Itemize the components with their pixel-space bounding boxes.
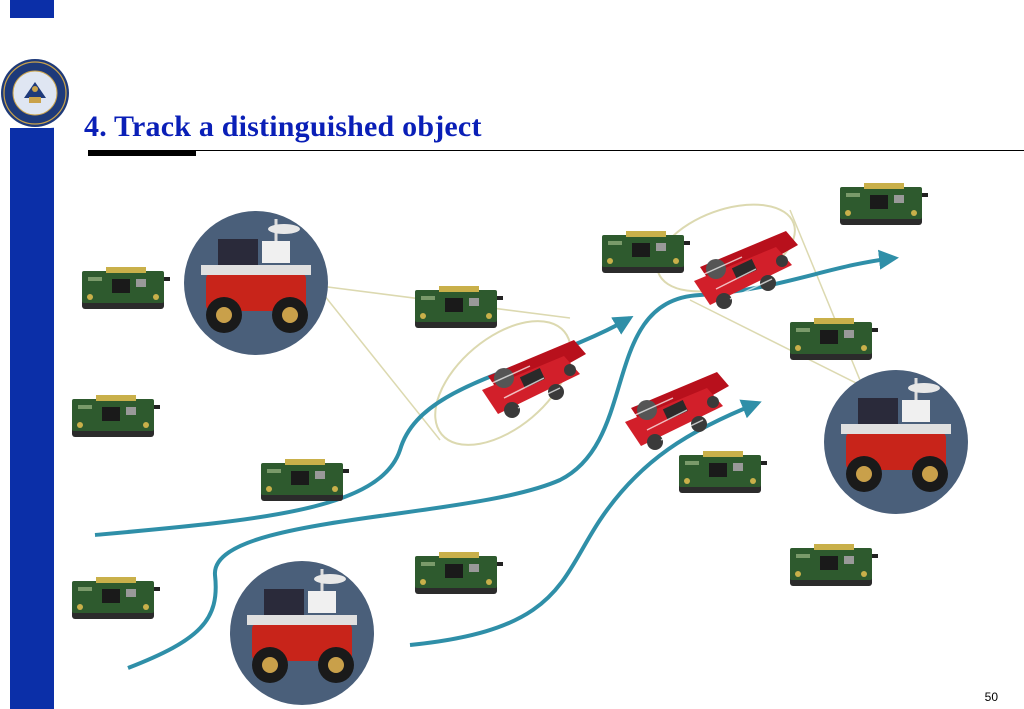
- sensor-board-icon: [415, 552, 503, 594]
- university-seal-icon: [1, 59, 69, 127]
- slide-title: 4. Track a distinguished object: [84, 110, 482, 143]
- link-line: [689, 299, 861, 386]
- seal-backdrop: [0, 18, 80, 128]
- tracked-vehicle-icon: [624, 371, 730, 451]
- sensor-board-icon: [261, 459, 349, 501]
- sensor-board-icon: [415, 286, 503, 328]
- title-underline: [88, 150, 1024, 151]
- sensor-board-icon: [82, 267, 170, 309]
- sensor-board-icon: [602, 231, 690, 273]
- sensor-board-icon: [790, 318, 878, 360]
- title-underline-accent: [88, 150, 196, 156]
- sensor-board-icon: [72, 395, 160, 437]
- sensing-region-ellipse: [434, 320, 572, 446]
- track-arrow-icon: [409, 399, 762, 647]
- sensor-board-icon: [679, 451, 767, 493]
- sensor-board-icon: [72, 577, 160, 619]
- page-number: 50: [984, 690, 998, 704]
- sensor-board-icon: [790, 544, 878, 586]
- sensor-board-icon: [840, 183, 928, 225]
- mobile-robot-icon: [228, 559, 376, 707]
- mobile-robot-icon: [822, 368, 970, 516]
- tracked-vehicle-icon: [481, 339, 587, 419]
- mobile-robot-icon: [182, 209, 330, 357]
- tracked-vehicle-icon: [693, 230, 799, 310]
